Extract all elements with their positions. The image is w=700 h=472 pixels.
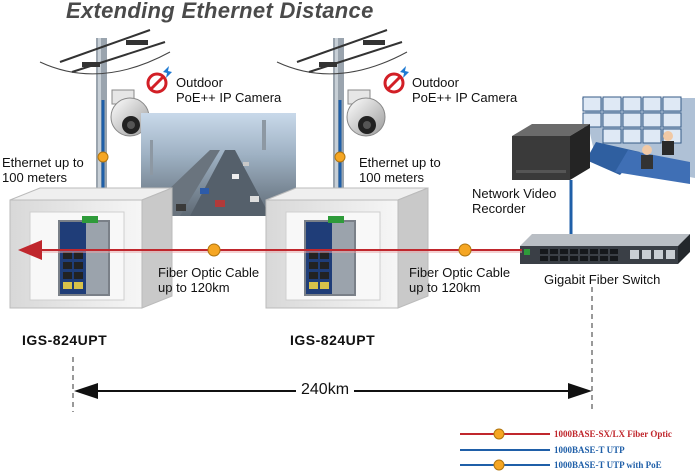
ethernet-2-label-line2: 100 meters [359,170,425,185]
camera-2-label-line1: Outdoor [412,75,459,90]
arrow-right-end-icon [568,383,592,399]
industrial-switch-2-icon [304,216,356,296]
legend-fiber-badge-icon [493,428,505,440]
ethernet-2-label: Ethernet up to 100 meters [359,155,441,185]
camera-1-label-line1: Outdoor [176,75,223,90]
distance-label: 240km [296,381,355,399]
gigabit-fiber-switch-icon [520,234,690,264]
camera-2-label-line2: PoE++ IP Camera [412,90,518,105]
ethernet-1-label-line1: Ethernet up to [2,155,84,170]
camera-1-label: Outdoor PoE++ IP Camera [176,75,281,105]
fiber-2-label-line2: up to 120km [409,280,481,295]
fiber-1-label-line2: up to 120km [158,280,230,295]
model-label-1: IGS-824UPT [22,332,108,348]
fiber-badge-2-icon [458,243,472,257]
no-power-icon-2 [383,66,409,94]
ip-camera-1-icon [110,89,150,137]
no-power-icon-1 [146,66,172,94]
fiber-2-label: Fiber Optic Cable up to 120km [409,265,510,295]
arrow-left-end-icon [74,383,98,399]
monitor-wall-icon [582,96,695,184]
ethernet-2-label-line1: Ethernet up to [359,155,441,170]
diagram-title: Extending Ethernet Distance [66,0,374,23]
nvr-label: Network Video Recorder [472,186,556,216]
industrial-switch-1-icon [58,216,110,296]
ip-camera-2-icon [346,89,386,137]
legend-poe-label: 1000BASE-T UTP with PoE [554,460,662,470]
legend-fiber-label: 1000BASE-SX/LX Fiber Optic [554,429,672,439]
camera-2-label: Outdoor PoE++ IP Camera [412,75,517,105]
poe-badge-2-icon [334,151,346,163]
camera-1-label-line2: PoE++ IP Camera [176,90,282,105]
legend-utp-label: 1000BASE-T UTP [554,445,625,455]
fiber-1-label-line1: Fiber Optic Cable [158,265,260,280]
fiber-1-label: Fiber Optic Cable up to 120km [158,265,259,295]
nvr-label-line1: Network Video [472,186,557,201]
switch-label: Gigabit Fiber Switch [544,272,661,287]
model-label-2: IGS-824UPT [290,332,376,348]
fiber-badge-1-icon [207,243,221,257]
poe-badge-1-icon [97,151,109,163]
nvr-label-line2: Recorder [472,201,526,216]
arrow-left-icon [18,240,42,260]
nvr-icon [512,124,590,180]
fiber-2-label-line1: Fiber Optic Cable [409,265,511,280]
legend-poe-badge-icon [493,459,505,471]
ethernet-1-label: Ethernet up to 100 meters [2,155,84,185]
ethernet-1-label-line2: 100 meters [2,170,68,185]
